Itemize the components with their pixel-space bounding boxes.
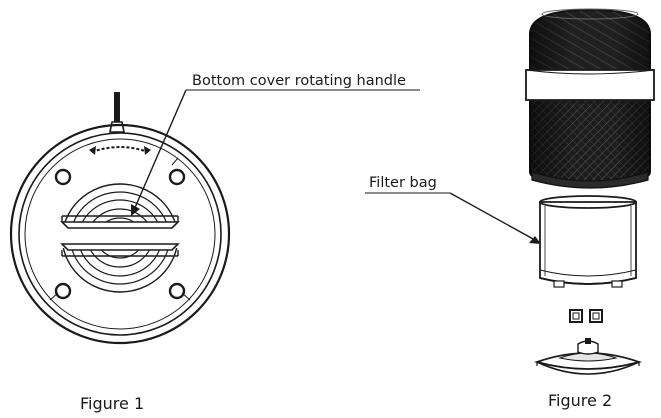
filter-bag-label: Filter bag [369,175,437,191]
bottom-housing [9,123,231,345]
rotating-handle [60,215,180,257]
bottom-cover [533,338,643,375]
handle-leader [131,89,420,216]
rotation-arrow-icon [89,146,151,155]
grille-lower [62,248,178,293]
power-cord [109,92,125,133]
figure-1: Bottom cover rotating handle Figure 1 [9,73,420,413]
grille-upper [64,183,176,222]
filter-clips [569,309,603,323]
filter-bag [539,195,637,288]
figure-1-caption: Figure 1 [80,394,144,413]
screw-holes [54,168,186,300]
unit-body [525,8,655,189]
figure-2: Filter bag Figure 2 [365,8,655,410]
figure-2-caption: Figure 2 [548,391,612,410]
bottom-cover-rotating-handle-label: Bottom cover rotating handle [192,73,406,89]
filter-bag-leader [365,192,541,244]
